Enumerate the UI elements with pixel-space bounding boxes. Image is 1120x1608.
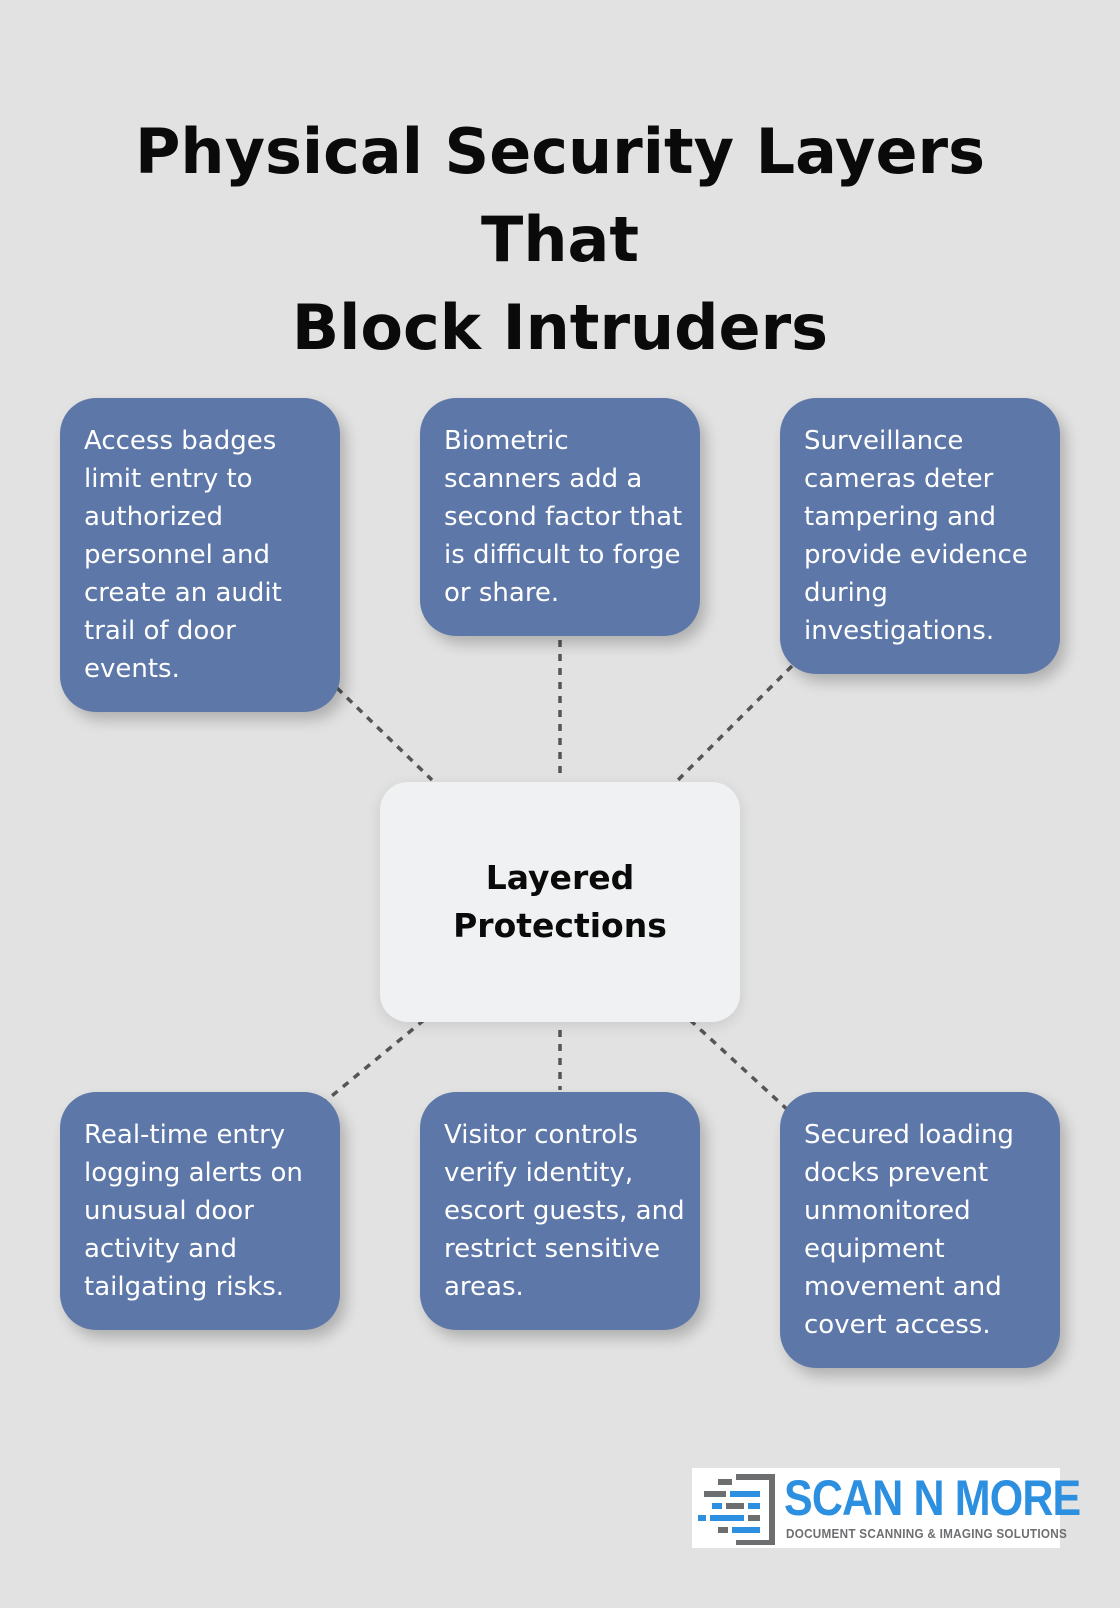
layer-text: Access badges limit entry to authorized … <box>84 426 282 684</box>
layer-visitor-controls: Visitor controls verify identity, escort… <box>420 1092 700 1330</box>
layer-text: Biometric scanners add a second factor t… <box>444 426 683 608</box>
scan-n-more-logo: SCAN N MORE DOCUMENT SCANNING & IMAGING … <box>692 1468 1081 1548</box>
document-scanner-icon <box>698 1474 775 1545</box>
layer-surveillance-cameras: Surveillance cameras deter tampering and… <box>780 398 1060 674</box>
layer-text: Visitor controls verify identity, escort… <box>444 1120 685 1302</box>
layer-loading-docks: Secured loading docks prevent unmonitore… <box>780 1092 1060 1368</box>
center-node: Layered Protections <box>380 782 740 1022</box>
layer-access-badges: Access badges limit entry to authorized … <box>60 398 340 712</box>
logo-name: SCAN N MORE <box>784 1470 1081 1526</box>
connector-docks <box>688 1018 792 1114</box>
layer-text: Real-time entry logging alerts on unusua… <box>84 1120 303 1302</box>
center-node-line-1: Layered <box>485 858 635 897</box>
logo-tagline: DOCUMENT SCANNING & IMAGING SOLUTIONS <box>786 1526 1068 1541</box>
connector-logging <box>320 1018 426 1106</box>
connector-badges <box>335 686 434 782</box>
layer-text: Surveillance cameras deter tampering and… <box>804 426 1028 646</box>
page-title-line-2: Block Intruders <box>291 291 829 364</box>
connector-surveillance <box>676 664 794 782</box>
page-title-line-1: Physical Security Layers That <box>134 115 986 276</box>
page-title: Physical Security Layers That Block Intr… <box>60 108 1060 372</box>
layer-biometric-scanners: Biometric scanners add a second factor t… <box>420 398 700 636</box>
center-node-line-2: Protections <box>453 906 667 945</box>
layer-entry-logging: Real-time entry logging alerts on unusua… <box>60 1092 340 1330</box>
layer-text: Secured loading docks prevent unmonitore… <box>804 1120 1014 1340</box>
